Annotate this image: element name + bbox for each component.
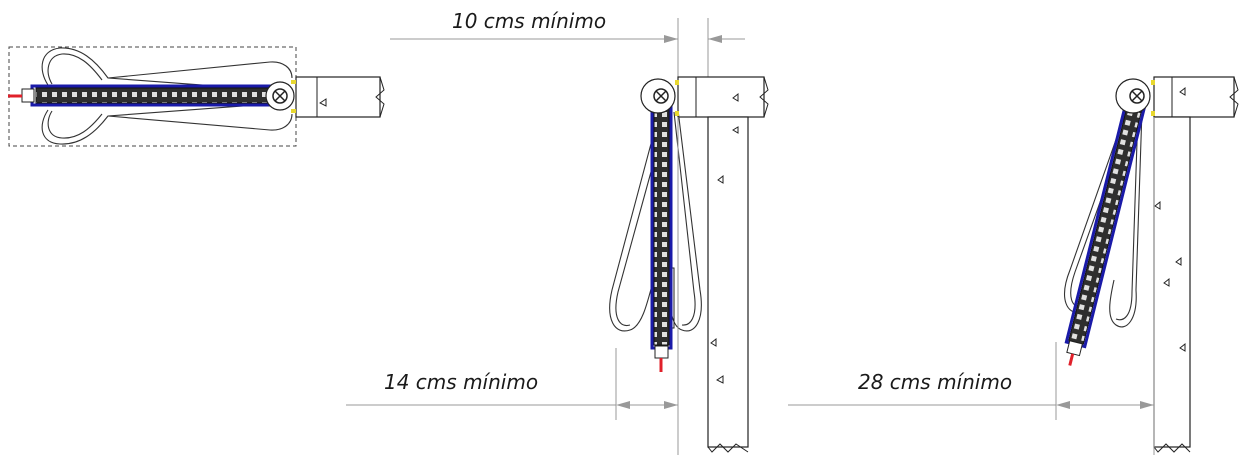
wall-middle <box>707 116 749 448</box>
wall-right <box>1153 116 1191 448</box>
dimension-bottom-right-label: 28 cms mínimo <box>858 370 1012 394</box>
slab-middle <box>677 76 765 118</box>
slab-section <box>295 76 381 118</box>
cable-vertical-28 <box>1068 97 1145 345</box>
cable-vertical-14 <box>653 99 670 346</box>
dimension-bottom-left-label: 14 cms mínimo <box>384 370 538 394</box>
vertical-detail-28cm: 28 cms mínimo <box>788 76 1239 455</box>
red-tip-right <box>1068 353 1075 366</box>
dimension-top-label: 10 cms mínimo <box>452 9 606 33</box>
cable-horizontal <box>35 87 282 104</box>
horizontal-detail <box>8 46 385 147</box>
vertical-detail-14cm: 10 cms mínimo 14 cms mínimo <box>346 9 769 455</box>
slab-right <box>1153 76 1235 118</box>
